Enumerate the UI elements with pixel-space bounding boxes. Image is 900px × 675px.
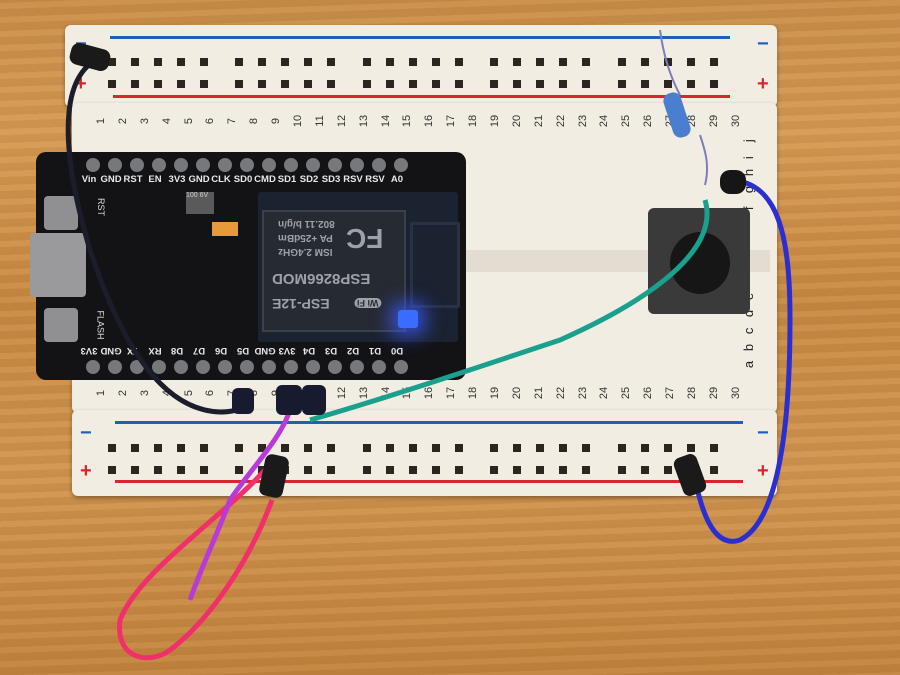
minus-symbol: − (80, 422, 92, 444)
top-header-pins (82, 158, 412, 172)
wire-connector (69, 42, 111, 72)
plus-symbol: + (75, 73, 87, 95)
pcb-antenna (410, 222, 460, 308)
purple-wire (187, 409, 293, 601)
bottom-power-rail: − − + + (72, 410, 777, 496)
reset-button[interactable] (44, 196, 78, 230)
positive-rail-line (113, 95, 730, 98)
top-power-rail: − − + + (65, 25, 777, 107)
minus-symbol: − (757, 33, 769, 55)
resistor (663, 92, 691, 138)
plus-symbol: + (80, 460, 92, 482)
rail-holes (100, 444, 725, 452)
rail-holes (100, 80, 725, 88)
regulator-capacitor: 100 6V (186, 192, 214, 214)
esp-shield-can: 802.11 b/g/n PA +25dBm ISM 2.4GHz FC ESP… (262, 210, 406, 332)
flash-button[interactable] (44, 308, 78, 342)
black-gnd-wire (65, 57, 251, 415)
resistor-lead (659, 29, 709, 186)
plus-symbol: + (757, 73, 769, 95)
wire-connector (259, 454, 289, 498)
micro-usb-port[interactable] (30, 233, 86, 297)
wire-connector (302, 385, 326, 415)
wire-connector (673, 454, 707, 496)
positive-rail-line (115, 480, 743, 483)
wire-connector (276, 385, 302, 415)
green-wire (309, 199, 710, 423)
blue-wire (692, 177, 793, 544)
wire-connector (232, 388, 254, 414)
red-wire (117, 468, 275, 661)
rail-holes (100, 58, 725, 66)
negative-rail-line (110, 36, 730, 39)
plus-symbol: + (757, 460, 769, 482)
minus-symbol: − (757, 422, 769, 444)
negative-rail-line (115, 421, 743, 424)
blue-status-led (398, 310, 418, 328)
bottom-header-pins (82, 360, 412, 374)
wire-connector (720, 170, 746, 194)
tantalum-capacitor (212, 222, 238, 236)
